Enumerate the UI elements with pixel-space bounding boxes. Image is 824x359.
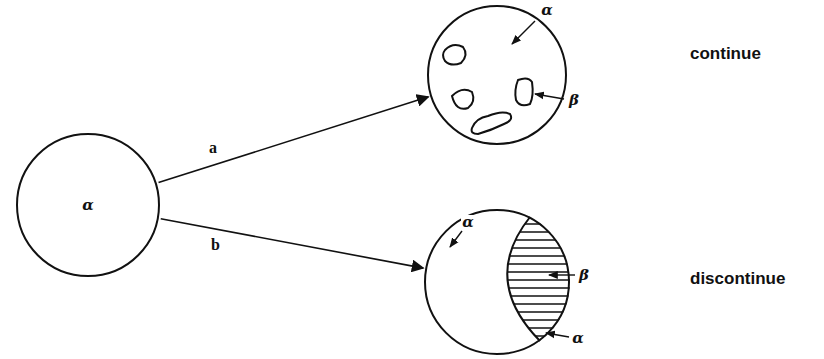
path-letter: a: [207, 140, 219, 156]
leader-arrow: [450, 231, 462, 247]
phase-label: α: [540, 3, 554, 18]
phase-label: α: [571, 331, 585, 346]
precipitate: [515, 78, 532, 105]
phase-label: β: [578, 268, 590, 283]
grain-boundary: [425, 210, 569, 354]
phase-label: α: [81, 198, 95, 213]
grain-boundary: [428, 6, 566, 144]
precipitate: [443, 45, 466, 65]
colony-boundary: [507, 217, 540, 341]
precipitate: [472, 112, 512, 134]
grain-circle: αβ: [427, 5, 567, 145]
lamellae-hatching: [470, 224, 580, 336]
precipitate: [452, 90, 473, 109]
path-letter: b: [209, 237, 222, 253]
leader-arrow: [512, 21, 535, 44]
leader-arrow: [546, 333, 569, 337]
process-label: discontinue: [690, 270, 785, 289]
process-label: continue: [690, 45, 761, 64]
phase-label: α: [461, 215, 475, 230]
phase-label: β: [568, 93, 580, 108]
grain-boundary: [17, 134, 159, 276]
transformation-arrow: [161, 219, 424, 268]
grain-circle: α: [16, 133, 160, 277]
leader-arrow: [549, 274, 575, 275]
circle-outline: [427, 5, 567, 145]
circle-outline: [424, 209, 570, 355]
leader-arrow: [535, 94, 564, 99]
transformation-arrow: [159, 97, 429, 183]
grain-circle: αβα: [424, 209, 570, 355]
